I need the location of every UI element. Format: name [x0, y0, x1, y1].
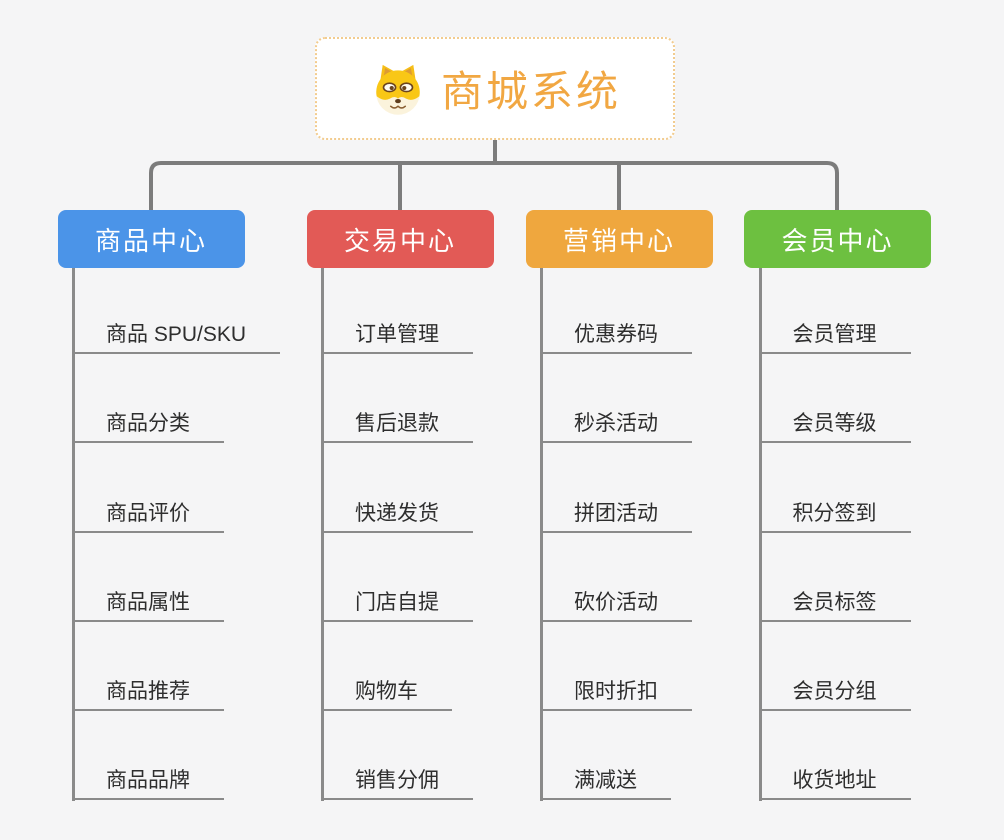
leaf-topic[interactable]: 拼团活动: [540, 499, 692, 533]
leaf-topic[interactable]: 会员管理: [758, 320, 911, 354]
branch-spine-line: [72, 268, 75, 801]
leaf-topic[interactable]: 会员分组: [758, 677, 911, 711]
leaf-topic[interactable]: 限时折扣: [540, 677, 692, 711]
branch-node[interactable]: 商品中心: [57, 210, 245, 268]
root-label: 商城系统: [440, 68, 621, 115]
leaf-topic[interactable]: 会员等级: [758, 409, 911, 443]
leaf-topic[interactable]: 商品品牌: [72, 766, 224, 800]
branch-rail-line: [149, 161, 839, 210]
branch-node[interactable]: 营销中心: [525, 210, 713, 268]
leaf-topic[interactable]: 商品推荐: [72, 677, 224, 711]
leaf-topic[interactable]: 购物车: [321, 677, 452, 711]
leaf-topic[interactable]: 售后退款: [321, 409, 473, 443]
branch-spine-line: [540, 268, 543, 801]
leaf-topic[interactable]: 销售分佣: [321, 766, 473, 800]
leaf-topic[interactable]: 积分签到: [758, 499, 911, 533]
leaf-topic[interactable]: 优惠券码: [540, 320, 692, 354]
leaf-topic[interactable]: 订单管理: [321, 320, 473, 354]
branch-spine-line: [758, 268, 762, 801]
leaf-topic[interactable]: 商品属性: [72, 588, 224, 622]
branch-spine-line: [321, 268, 324, 801]
leaf-topic[interactable]: 满减送: [540, 766, 671, 800]
leaf-topic[interactable]: 秒杀活动: [540, 409, 692, 443]
root-node[interactable]: 商城系统: [315, 37, 675, 140]
leaf-topic[interactable]: 收货地址: [758, 766, 911, 800]
leaf-topic[interactable]: 商品 SPU/SKU: [72, 320, 281, 354]
branch-node[interactable]: 会员中心: [744, 210, 931, 268]
shiba-dog-face-icon: [376, 64, 420, 115]
leaf-topic[interactable]: 会员标签: [758, 588, 911, 622]
branch-node[interactable]: 交易中心: [306, 210, 494, 268]
leaf-topic[interactable]: 门店自提: [321, 588, 473, 622]
leaf-topic[interactable]: 砍价活动: [540, 588, 692, 622]
leaf-topic[interactable]: 商品分类: [72, 409, 224, 443]
leaf-topic[interactable]: 快递发货: [321, 499, 473, 533]
leaf-topic[interactable]: 商品评价: [72, 499, 224, 533]
